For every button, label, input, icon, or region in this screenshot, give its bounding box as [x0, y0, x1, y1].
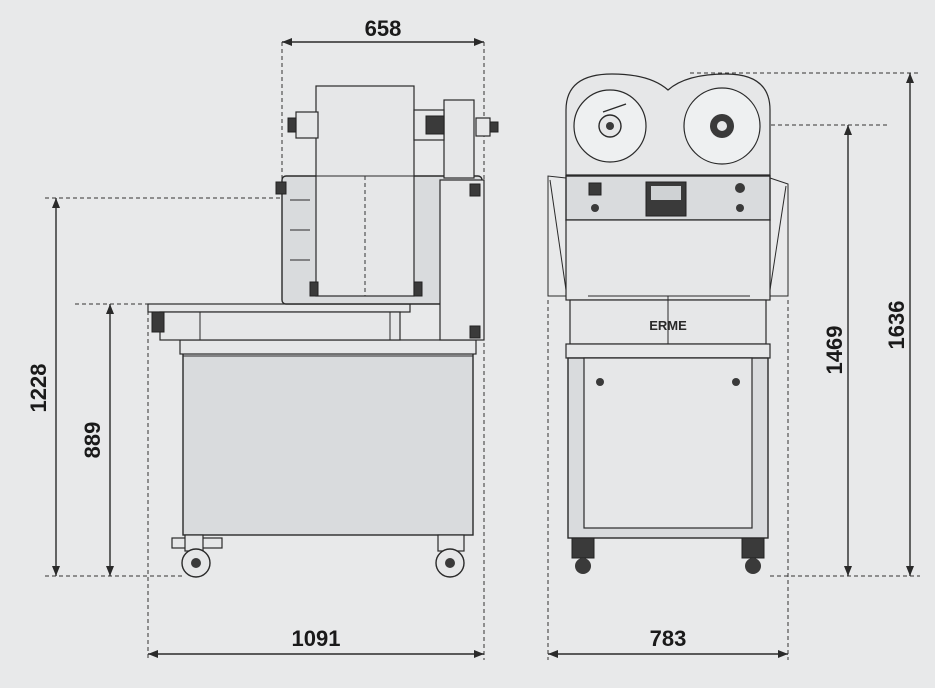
front-view-machine: ERME	[547, 73, 789, 574]
dim-right-height-axis: 1469	[822, 326, 847, 375]
dimension-lines	[45, 38, 920, 660]
side-cabinet	[182, 344, 474, 536]
dim-left-height-table: 889	[80, 422, 105, 459]
dim-top-width: 658	[365, 16, 402, 41]
erme-logo: ERME	[649, 318, 687, 333]
dim-bottom-width-side: 1091	[292, 626, 341, 651]
side-view-machine	[147, 85, 499, 578]
dim-right-height-total: 1636	[884, 301, 909, 350]
dim-left-height-total: 1228	[26, 364, 51, 413]
dim-bottom-width-front: 783	[650, 626, 687, 651]
